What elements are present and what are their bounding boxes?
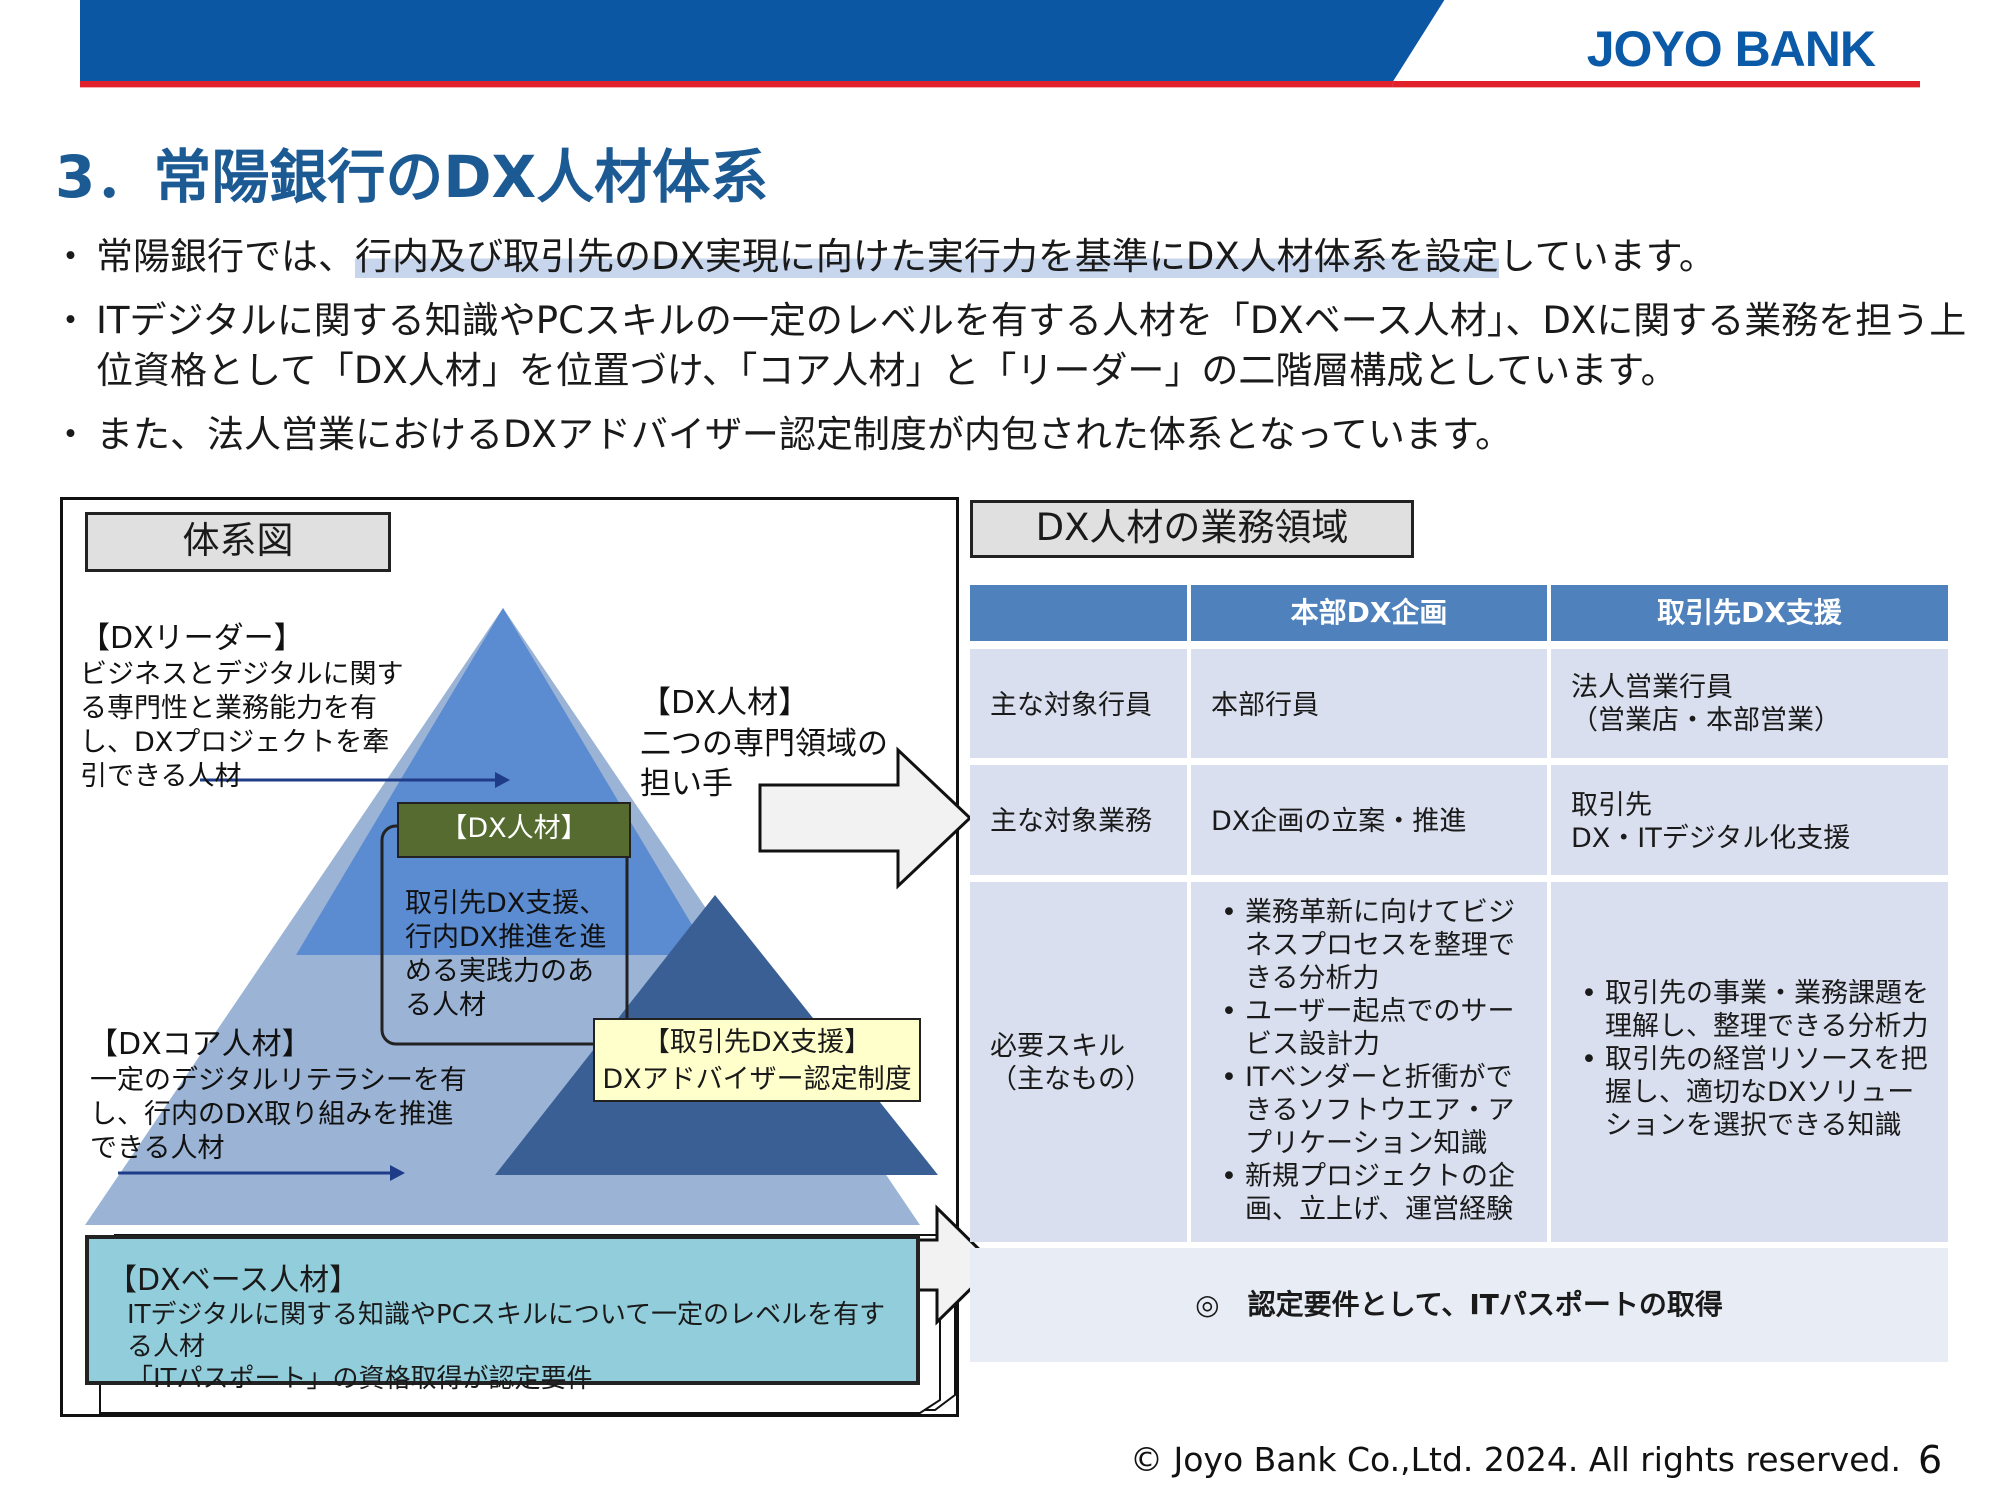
row3-col1-list: 業務革新に向けてビジネスプロセスを整理できる分析力 ユーザー起点でのサービス設計… xyxy=(1211,896,1533,1226)
skill-item: ITベンダーと折衝ができるソフトウエア・アプリケーション知識 xyxy=(1221,1061,1533,1160)
row3-label-line1: 必要スキル xyxy=(990,1031,1125,1062)
bullet-2: ITデジタルに関する知識やPCスキルの一定のレベルを有する人材を「DXベース人材… xyxy=(52,296,1990,396)
leader-heading: 【DXリーダー】 xyxy=(80,621,304,656)
row2-label: 主な対象業務 xyxy=(970,765,1187,875)
requirement-note: ◎ 認定要件として、ITパスポートの取得 xyxy=(970,1248,1948,1362)
core-description: 一定のデジタルリテラシーを有し、行内のDX取り組みを推進できる人材 xyxy=(90,1065,467,1164)
skill-item: 新規プロジェクトの企画、立上げ、運営経験 xyxy=(1221,1160,1533,1226)
dx-description: 二つの専門領域の担い手 xyxy=(640,726,888,802)
bullet-1: 常陽銀行では、行内及び取引先のDX実現に向けた実行力を基準にDX人材体系を設定し… xyxy=(52,232,1990,282)
cert-line-1: 【取引先DX支援】 xyxy=(642,1027,872,1058)
table-header-col1: 本部DX企画 xyxy=(1191,585,1547,641)
page-number: 6 xyxy=(1918,1438,1943,1482)
base-line-2: 「ITパスポート」の資格取得が認定要件 xyxy=(127,1364,593,1394)
core-heading: 【DXコア人材】 xyxy=(88,1027,312,1062)
leader-arrow-head xyxy=(495,772,510,788)
dx-box-description: 取引先DX支援、行内DX推進を進める実践力のある人材 xyxy=(405,888,607,1021)
header-blue-band xyxy=(80,0,1445,85)
advisor-cert-box: 【取引先DX支援】 DXアドバイザー認定制度 xyxy=(593,1018,921,1102)
base-heading: 【DXベース人材】 xyxy=(107,1263,360,1298)
base-line-1: ITデジタルに関する知識やPCスキルについて一定のレベルを有する人材 xyxy=(127,1300,886,1362)
bullet-1-post: しています。 xyxy=(1498,235,1716,278)
bullet-1-pre: 常陽銀行では、 xyxy=(96,235,355,278)
table-header-col2: 取引先DX支援 xyxy=(1551,585,1948,641)
diagram-label: 体系図 xyxy=(85,512,391,572)
bullet-1-highlight: 行内及び取引先のDX実現に向けた実行力を基準にDX人材体系を設定 xyxy=(355,235,1499,278)
domain-section-label: DX人材の業務領域 xyxy=(970,500,1414,558)
brand-logo: JOYO BANK xyxy=(1586,21,1876,77)
row1-col2: 法人営業行員 （営業店・本部営業） xyxy=(1551,649,1948,758)
dx-block-arrow xyxy=(758,746,973,890)
header-red-stripe-right xyxy=(1391,80,1920,88)
header-red-stripe xyxy=(80,80,1394,88)
base-talent-box: 【DXベース人材】 ITデジタルに関する知識やPCスキルについて一定のレベルを有… xyxy=(85,1235,920,1394)
dx-heading: 【DX人材】 xyxy=(640,685,810,721)
row3-label: 必要スキル （主なもの） xyxy=(970,882,1187,1242)
table-header-empty xyxy=(970,585,1187,641)
page-title: 3．常陽銀行のDX人材体系 xyxy=(55,143,769,211)
row3-label-line2: （主なもの） xyxy=(990,1064,1152,1095)
bullet-list: 常陽銀行では、行内及び取引先のDX実現に向けた実行力を基準にDX人材体系を設定し… xyxy=(52,232,1990,474)
skill-item: 業務革新に向けてビジネスプロセスを整理できる分析力 xyxy=(1221,896,1533,995)
row1-col2-line2: （営業店・本部営業） xyxy=(1571,705,1841,736)
domain-table: 本部DX企画 取引先DX支援 主な対象行員 本部行員 法人営業行員 （営業店・本… xyxy=(970,585,1948,1362)
copyright: © Joyo Bank Co.,Ltd. 2024. All rights re… xyxy=(1130,1440,1901,1479)
cert-line-2: DXアドバイザー認定制度 xyxy=(602,1064,912,1095)
leader-description: ビジネスとデジタルに関する専門性と業務能力を有し、DXプロジェクトを牽引できる人… xyxy=(80,659,404,792)
row2-col2-line1: 取引先 xyxy=(1571,790,1652,821)
row3-col2-list: 取引先の事業・業務課題を理解し、整理できる分析力 取引先の経営リソースを把握し、… xyxy=(1571,977,1934,1142)
bullet-3: また、法人営業におけるDXアドバイザー認定制度が内包された体系となっています。 xyxy=(52,410,1990,460)
row1-label: 主な対象行員 xyxy=(970,649,1187,758)
row2-col2-line2: DX・ITデジタル化支援 xyxy=(1571,823,1851,854)
row3-col2: 取引先の事業・業務課題を理解し、整理できる分析力 取引先の経営リソースを把握し、… xyxy=(1551,882,1948,1242)
row2-col1: DX企画の立案・推進 xyxy=(1191,765,1547,875)
row3-col1: 業務革新に向けてビジネスプロセスを整理できる分析力 ユーザー起点でのサービス設計… xyxy=(1191,882,1547,1242)
row1-col2-line1: 法人営業行員 xyxy=(1571,672,1733,703)
row1-col1: 本部行員 xyxy=(1191,649,1547,758)
skill-item: 取引先の経営リソースを把握し、適切なDXソリューションを選択できる知識 xyxy=(1581,1043,1934,1142)
skill-item: 取引先の事業・業務課題を理解し、整理できる分析力 xyxy=(1581,977,1934,1043)
row2-col2: 取引先 DX・ITデジタル化支援 xyxy=(1551,765,1948,875)
core-arrow-head xyxy=(390,1165,405,1181)
header-bar xyxy=(80,0,1920,88)
skill-item: ユーザー起点でのサービス設計力 xyxy=(1221,995,1533,1061)
dx-box-title: 【DX人材】 xyxy=(397,802,631,858)
